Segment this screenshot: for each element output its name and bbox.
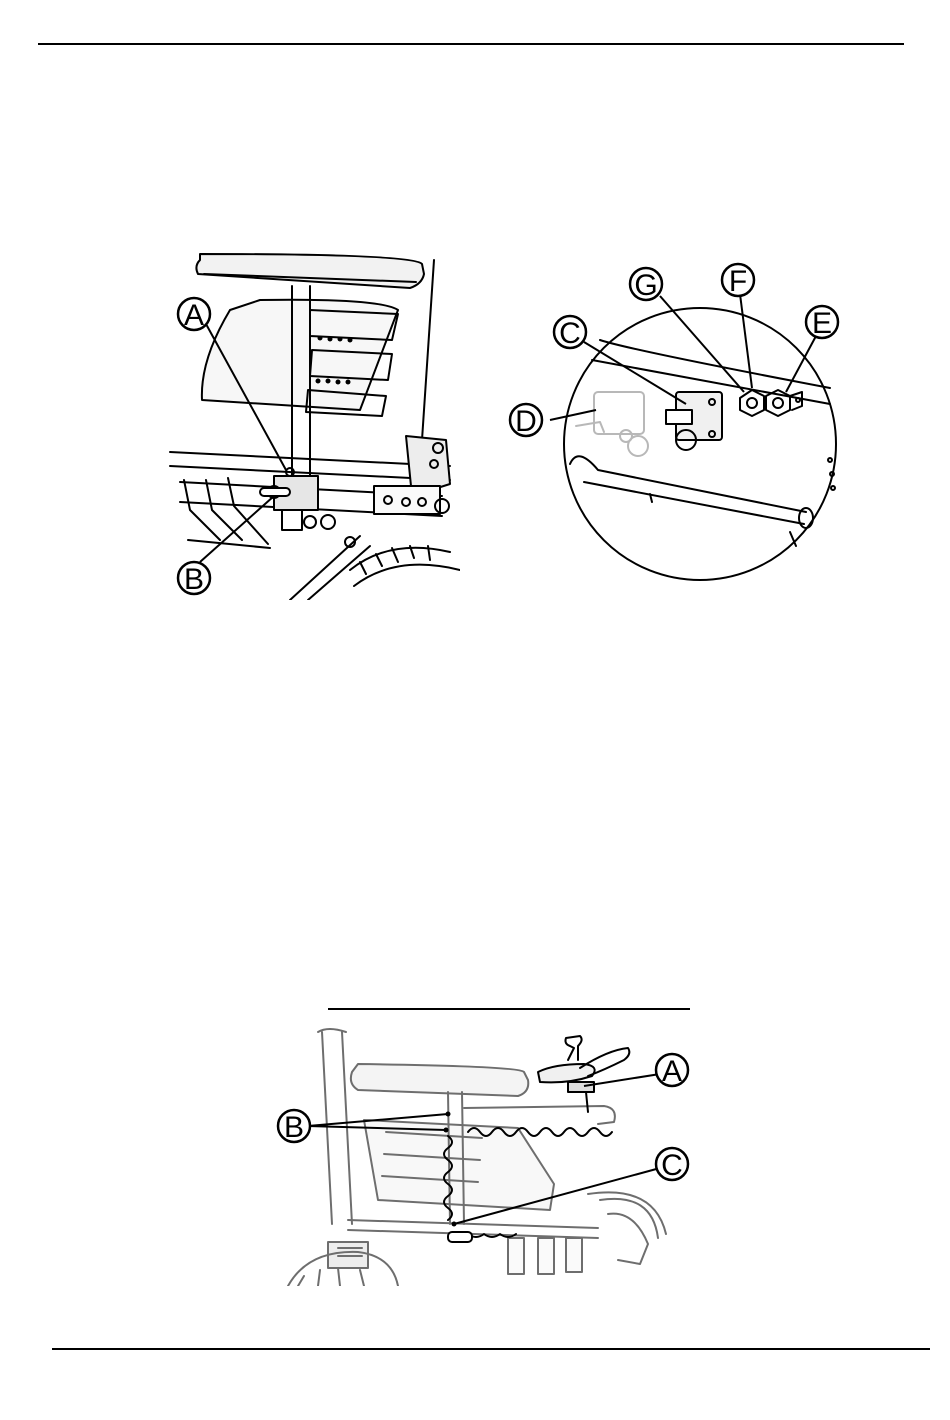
figure-joystick-side: A B C [268, 1024, 698, 1286]
callout-f: F [729, 265, 747, 298]
callout-c: C [559, 317, 581, 350]
callout-a: A [184, 299, 204, 332]
callout-g: G [634, 269, 657, 302]
figure-bracket-detail: G F E C D [500, 260, 860, 600]
callout-d: D [515, 405, 537, 438]
figure-armrest-side: A B [160, 240, 460, 600]
callout-b: B [284, 1111, 304, 1144]
callout-b: B [184, 563, 204, 596]
header-rule [38, 43, 904, 45]
footer-rule [52, 1348, 930, 1350]
callout-c: C [661, 1149, 683, 1182]
callout-a: A [662, 1055, 682, 1088]
callout-e: E [812, 307, 832, 340]
figure-separator-rule [328, 1008, 690, 1010]
